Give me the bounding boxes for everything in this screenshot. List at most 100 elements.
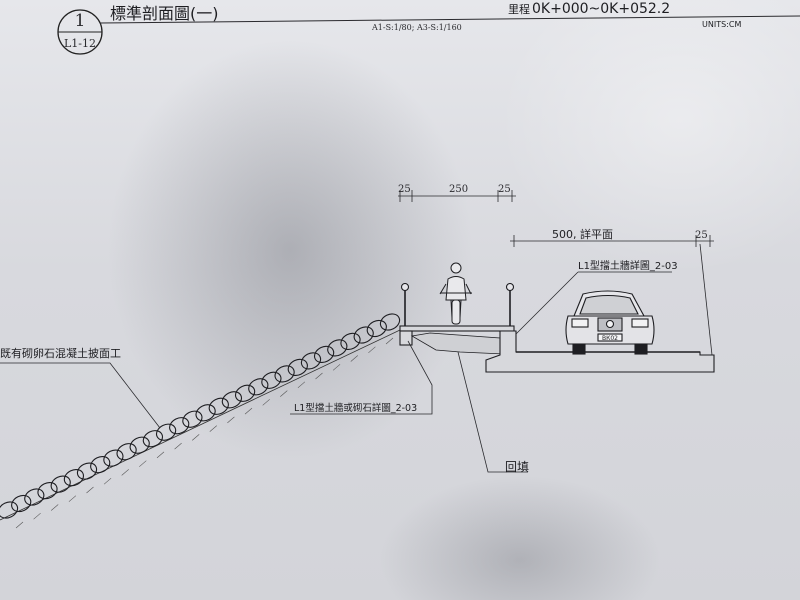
- riprap-stone: [129, 436, 150, 454]
- riprap-stone: [116, 443, 137, 461]
- hatch-mark: [280, 390, 288, 397]
- riprap-stone: [50, 475, 71, 493]
- riprap-stone: [103, 449, 124, 467]
- slope-label: 既有砌卵石混凝土披面工: [0, 346, 121, 360]
- hatch-mark: [156, 451, 165, 459]
- wall-right-leader: [515, 271, 579, 335]
- chainage-range: 0K+000~0K+052.2: [532, 1, 670, 17]
- riprap-stone: [142, 430, 164, 448]
- dim-road: 500, 詳平面: [552, 227, 613, 241]
- right-railing-lamp: [505, 282, 515, 292]
- riprap-stone: [195, 404, 216, 422]
- riprap-stone: [182, 410, 203, 428]
- slope-leader: [0, 362, 161, 429]
- hatch-mark: [121, 469, 129, 476]
- riprap-stone: [24, 488, 45, 506]
- hatch-mark: [262, 399, 270, 406]
- road-edge-extension: [699, 243, 713, 356]
- hatch-mark: [139, 460, 147, 467]
- dim-path-width: 250: [449, 184, 468, 195]
- hatch-mark: [174, 442, 182, 450]
- hatch-mark: [68, 495, 77, 502]
- riprap-stone: [169, 417, 190, 435]
- hatch-mark: [350, 355, 358, 362]
- riprap-slope: [0, 313, 401, 529]
- cyclist-torso: [445, 276, 467, 301]
- riprap-stone: [221, 391, 243, 409]
- backfill-area: [410, 332, 505, 355]
- riprap-stone: [90, 456, 111, 474]
- wall-right-label: L1型擋土牆詳圖_2-03: [578, 259, 678, 272]
- hatch-mark: [244, 407, 253, 415]
- hatch-mark: [368, 346, 376, 354]
- dim-road-edge: 25: [695, 230, 708, 241]
- title-block: 1 L1-12 標準剖面圖(一) 里程 0K+000~0K+052.2 A1-S…: [57, 1, 800, 55]
- dim-left-edge: 25: [398, 184, 411, 195]
- riprap-stone: [0, 501, 19, 519]
- hatch-mark: [209, 425, 217, 432]
- wall-left-leader: [290, 340, 433, 415]
- car-tire-left: [572, 343, 586, 355]
- bike-wheel: [451, 299, 461, 325]
- riprap-stone: [11, 494, 32, 513]
- sheet-ref: L1-12: [64, 37, 96, 50]
- riprap-stone: [379, 313, 401, 331]
- backfill-leader: [457, 351, 528, 473]
- bike-path-deck: [399, 325, 515, 332]
- title-underline: [99, 15, 800, 24]
- riprap-stone: [327, 339, 348, 357]
- callout-leaders: [0, 271, 672, 473]
- riprap-stone: [300, 352, 322, 370]
- cyclist-arms: [439, 283, 472, 295]
- scale-note: A1-S:1/80; A3-S:1/160: [371, 23, 462, 32]
- riprap-stone: [37, 482, 58, 500]
- hatch-mark: [385, 337, 394, 345]
- drawing-title: 標準剖面圖(一): [110, 4, 219, 23]
- hatch-mark: [227, 416, 235, 424]
- riprap-stone: [234, 384, 256, 402]
- left-railing-lamp: [400, 282, 410, 292]
- riprap-stone: [366, 319, 387, 338]
- riprap-stone: [287, 358, 308, 376]
- l1-retaining-wall: [485, 330, 715, 373]
- riprap-stone: [63, 469, 85, 487]
- slope-hatching: [15, 337, 394, 529]
- hatch-mark: [33, 512, 41, 520]
- wall-left-label: L1型擋土牆或砌石詳圖_2-03: [294, 402, 417, 414]
- hatch-mark: [103, 477, 112, 485]
- car-emblem: [605, 319, 615, 329]
- car-plate-text: ВК02: [602, 335, 618, 342]
- riprap-stone: [208, 397, 229, 415]
- units-note: UNITS:CM: [702, 20, 741, 29]
- car-headlight-right: [631, 318, 649, 328]
- hatch-mark: [192, 434, 200, 441]
- chainage-label: 里程: [508, 3, 530, 16]
- hatch-mark: [332, 364, 341, 371]
- hatch-mark: [297, 381, 306, 389]
- slope-line: [0, 329, 401, 521]
- bike-path-structure: [399, 282, 715, 373]
- sheet-number: 1: [75, 11, 86, 31]
- cyclist-head: [450, 262, 462, 274]
- riprap-stone: [353, 326, 374, 344]
- car-tire-right: [634, 343, 648, 355]
- car-headlight-left: [571, 318, 589, 328]
- dimension-lines: [398, 190, 714, 356]
- riprap-stone: [340, 332, 361, 350]
- riprap-stone: [76, 462, 98, 480]
- hatch-mark: [86, 486, 94, 494]
- hatch-mark: [315, 372, 323, 380]
- backfill-label: 回填: [505, 460, 529, 474]
- hatch-mark: [51, 504, 59, 511]
- left-curb: [399, 330, 413, 346]
- cyclist-icon: [439, 262, 472, 325]
- riprap-stone: [261, 371, 282, 389]
- riprap-stone: [313, 345, 335, 363]
- car-license-plate: [597, 333, 623, 342]
- car-icon: ВК02: [565, 290, 655, 355]
- car-windshield: [579, 294, 639, 315]
- riprap-stone: [248, 378, 269, 396]
- riprap-stone: [274, 365, 295, 383]
- dim-right-edge: 25: [498, 184, 511, 195]
